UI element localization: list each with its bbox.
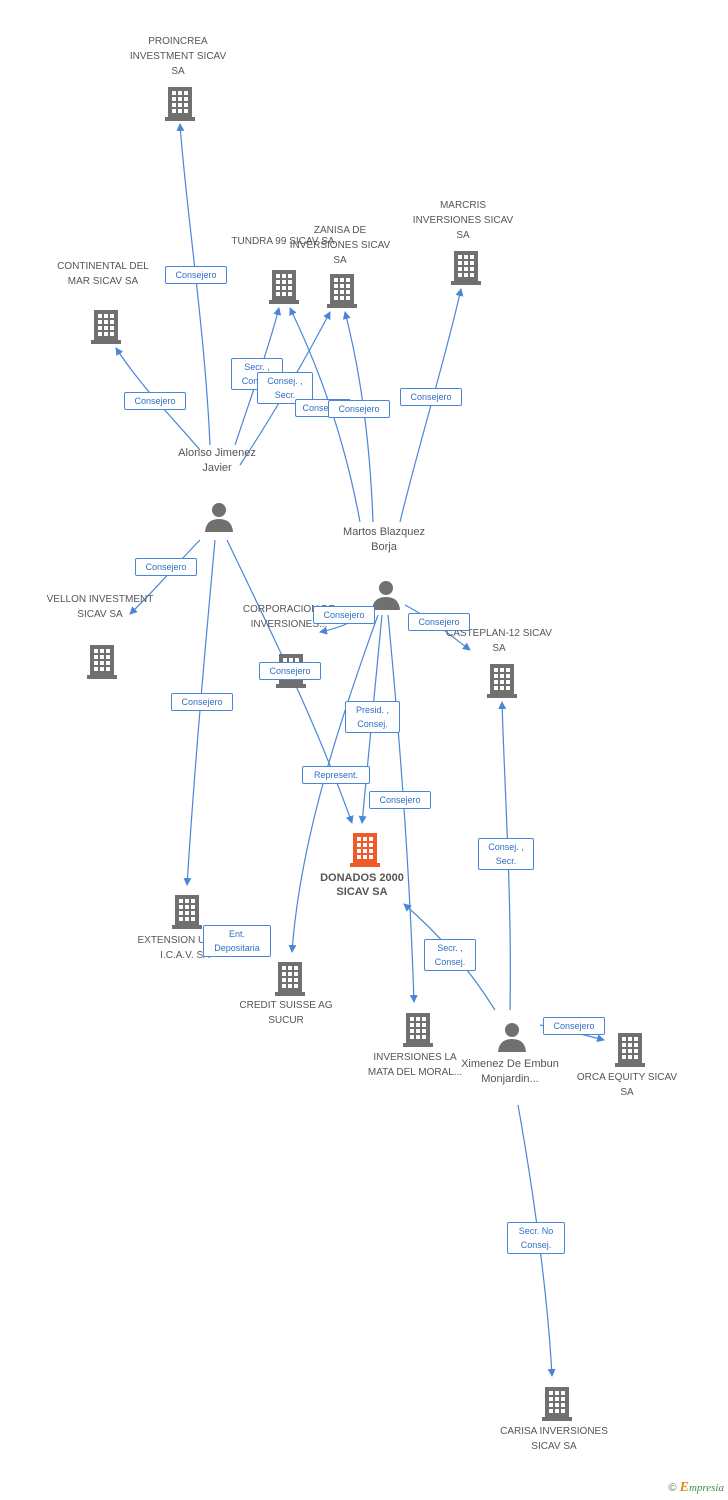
main-building-icon[interactable]: [350, 831, 380, 867]
node-label-marcris[interactable]: MARCRIS INVERSIONES SICAV SA: [412, 200, 514, 241]
building-icon[interactable]: [91, 308, 121, 344]
node-label-corporacion[interactable]: CORPORACION DE INVERSIONES...: [242, 604, 336, 630]
building-icon[interactable]: [172, 893, 202, 929]
node-label-continental[interactable]: CONTINENTAL DEL MAR SICAV SA: [57, 261, 149, 287]
edge-label-consejero[interactable]: Consejero: [400, 388, 462, 406]
edge-label-consejero[interactable]: Consejero: [165, 266, 227, 284]
edge-label-ent-depositaria[interactable]: Ent. Depositaria: [203, 925, 271, 957]
person-icon[interactable]: [371, 580, 401, 610]
node-label-mata[interactable]: INVERSIONES LA MATA DEL MORAL...: [367, 1052, 463, 1078]
edge-label-presid-consej[interactable]: Presid. , Consej.: [345, 701, 400, 733]
building-icon[interactable]: [275, 960, 305, 996]
person-icon[interactable]: [204, 502, 234, 532]
edge-label-consej-secr[interactable]: Consej. , Secr.: [257, 372, 313, 404]
edge-alonso-extension: [183, 539, 216, 886]
node-label-carisa[interactable]: CARISA INVERSIONES SICAV SA: [500, 1426, 608, 1452]
edge-martos-mata: [387, 614, 418, 1003]
empresia-logo: © Empresia: [668, 1480, 724, 1496]
edge-label-consejero[interactable]: Consejero: [313, 606, 375, 624]
brand-initial: E: [679, 1480, 689, 1495]
node-label-credit[interactable]: CREDIT SUISSE AG SUCUR: [239, 1000, 333, 1026]
building-icon[interactable]: [87, 643, 117, 679]
node-label-casteplan[interactable]: CASTEPLAN-12 SICAV SA: [446, 628, 552, 654]
node-label-vellon[interactable]: VELLON INVESTMENT SICAV SA: [46, 594, 154, 620]
edge-label-consej-secr[interactable]: Consej. , Secr.: [478, 838, 534, 870]
edge-label-consejero[interactable]: Consejero: [408, 613, 470, 631]
building-icon[interactable]: [403, 1011, 433, 1047]
node-label-martos[interactable]: Martos Blazquez Borja: [343, 526, 425, 553]
edge-label-represent[interactable]: Represent.: [302, 766, 370, 784]
node-label-orca[interactable]: ORCA EQUITY SICAV SA: [576, 1072, 678, 1098]
building-icon[interactable]: [327, 272, 357, 308]
edge-label-consejero[interactable]: Consejero: [369, 791, 431, 809]
building-icon[interactable]: [165, 85, 195, 121]
edge-label-consejero[interactable]: Consejero: [135, 558, 197, 576]
building-icon[interactable]: [487, 662, 517, 698]
building-icon[interactable]: [269, 268, 299, 304]
person-icon[interactable]: [497, 1022, 527, 1052]
node-label-donados[interactable]: DONADOS 2000 SICAV SA: [320, 872, 404, 898]
building-icon[interactable]: [542, 1385, 572, 1421]
edge-label-secr-no-consej[interactable]: Secr. No Consej.: [507, 1222, 565, 1254]
copyright-symbol: ©: [668, 1482, 677, 1494]
building-icon[interactable]: [451, 249, 481, 285]
edge-label-consejero[interactable]: Consejero: [124, 392, 186, 410]
node-label-zanisa[interactable]: ZANISA DE INVERSIONES SICAV SA: [289, 225, 391, 266]
node-label-alonso[interactable]: Alonso Jimenez Javier: [178, 447, 256, 474]
edge-label-consejero[interactable]: Consejero: [259, 662, 321, 680]
edge-label-consejero[interactable]: Consejero: [328, 400, 390, 418]
edge-label-consejero[interactable]: Consejero: [543, 1017, 605, 1035]
node-label-ximenez[interactable]: Ximenez De Embun Monjardin...: [461, 1058, 559, 1085]
node-label-extension[interactable]: EXTENSION UNO S. I.C.A.V. SA: [137, 935, 233, 961]
node-label-tundra[interactable]: TUNDRA 99 SICAV SA: [231, 236, 335, 247]
brand-name: mpresia: [688, 1482, 724, 1494]
edge-label-secr-consej[interactable]: Secr. , Consej.: [424, 939, 476, 971]
edge-label-consejero[interactable]: Consejero: [171, 693, 233, 711]
node-label-proincrea[interactable]: PROINCREA INVESTMENT SICAV SA: [129, 36, 227, 77]
building-icon[interactable]: [615, 1031, 645, 1067]
